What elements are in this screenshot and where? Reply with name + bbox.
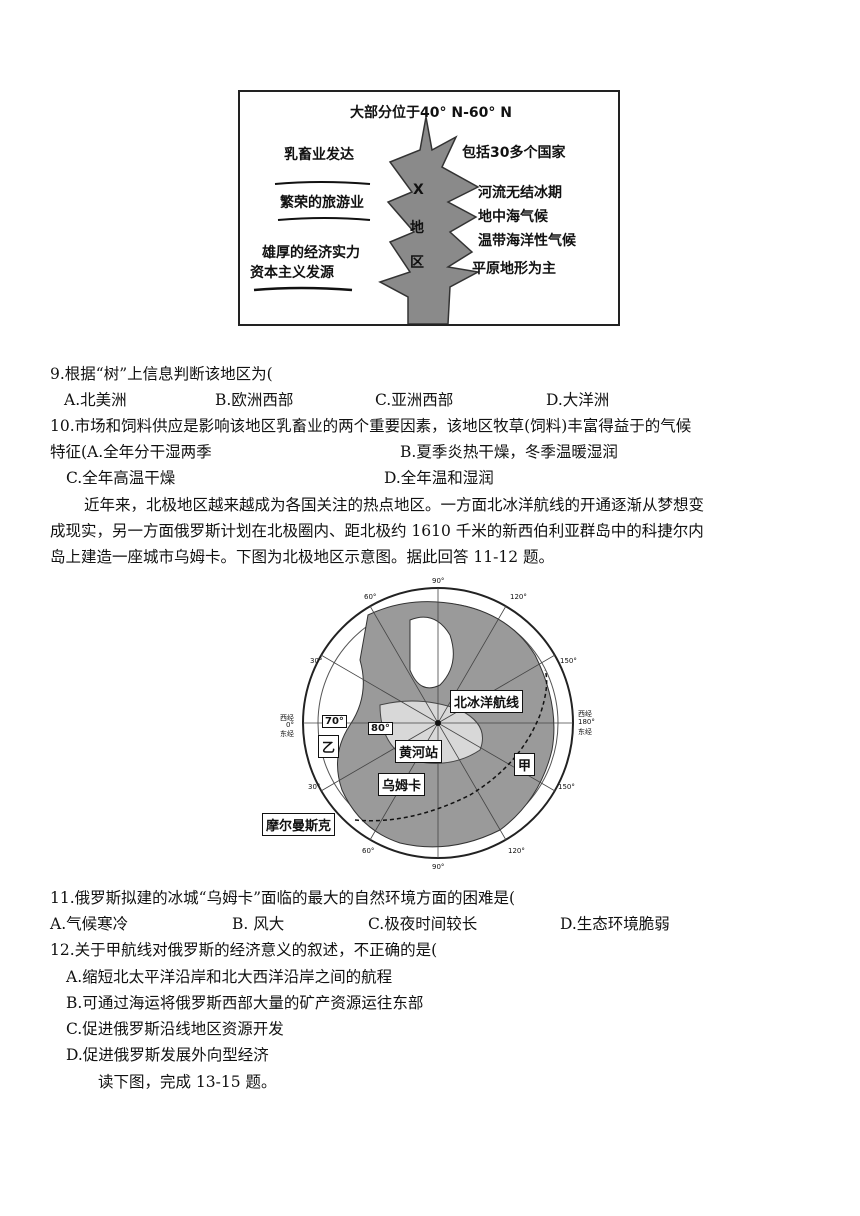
arctic-map-figure: 90° 60° 120° 30° 150° 西经 0° 东经 西经 180° 东… [260,575,600,875]
tree-right-label: 平原地形为主 [472,261,556,277]
map-tick: 东经 [280,730,294,738]
map-tick: 150° [558,783,575,791]
tree-top-label: 大部分位于40° N-60° N [350,105,512,121]
arctic-map-graphic [302,587,574,859]
q10-option-b: B.夏季炎热干燥，冬季温暖湿润 [400,443,618,461]
q11-option-d: D.生态环境脆弱 [560,915,670,933]
q9-option-a: A.北美洲 [64,391,127,409]
tree-graphic [253,116,481,324]
q12-option-a: A.缩短北太平洋沿岸和北大西洋沿岸之间的航程 [66,968,393,986]
q11-option-c: C.极夜时间较长 [368,915,478,933]
q10-stem-line2: 特征(A.全年分干湿两季 [50,443,212,461]
passage-line: 成现实，另一方面俄罗斯计划在北极圈内、距北极约 1610 千米的新西伯利亚群岛中… [50,522,704,540]
map-tick: 30° [308,783,321,791]
tree-trunk-label: 区 [410,255,424,271]
q11-stem: 11.俄罗斯拟建的冰城“乌姆卡”面临的最大的自然环境方面的困难是( [50,889,516,907]
tree-trunk-label: 地 [410,220,424,236]
map-tick: 西经 [578,710,592,718]
map-label-station: 黄河站 [395,740,443,763]
map-label-lat70: 70° [322,715,347,728]
map-tick: 90° [432,577,445,585]
q9-stem: 9.根据“树”上信息判断该地区为( [50,365,273,383]
tree-left-label: 雄厚的经济实力 [262,245,360,261]
passage-line: 岛上建造一座城市乌姆卡。下图为北极地区示意图。据此回答 11-12 题。 [50,548,555,566]
tree-trunk-label: X [413,182,424,198]
q9-option-b: B.欧洲西部 [215,391,294,409]
tail-instruction: 读下图，完成 13-15 题。 [98,1073,277,1091]
map-label-umka: 乌姆卡 [378,773,426,796]
map-label-yi: 乙 [318,735,340,758]
q12-option-c: C.促进俄罗斯沿线地区资源开发 [66,1020,284,1038]
tree-left-label: 资本主义发源 [250,265,334,281]
q10-option-d: D.全年温和湿润 [384,469,494,487]
map-label-jia: 甲 [514,753,536,776]
map-tick: 60° [362,847,375,855]
map-tick: 90° [432,863,445,871]
tree-left-label: 乳畜业发达 [284,147,354,163]
map-tick: 东经 [578,728,592,736]
tree-right-label: 温带海洋性气候 [478,233,576,249]
map-tick: 西经 [280,714,294,722]
map-label-route: 北冰洋航线 [450,690,524,713]
q11-option-b: B. 风大 [232,915,285,933]
map-tick: 150° [560,657,577,665]
map-label-murmansk: 摩尔曼斯克 [262,813,336,836]
knowledge-tree-figure: 大部分位于40° N-60° N 乳畜业发达 繁荣的旅游业 雄厚的经济实力 资本… [238,90,620,326]
q11-option-a: A.气候寒冷 [50,915,129,933]
map-label-lat80: 80° [368,722,393,735]
map-tick: 30° [310,657,323,665]
q9-option-d: D.大洋洲 [546,391,610,409]
map-tick: 180° [578,718,595,726]
tree-right-label: 地中海气候 [478,209,548,225]
q12-stem: 12.关于甲航线对俄罗斯的经济意义的叙述，不正确的是( [50,941,438,959]
map-tick: 120° [510,593,527,601]
q12-option-d: D.促进俄罗斯发展外向型经济 [66,1046,269,1064]
q9-option-c: C.亚洲西部 [375,391,454,409]
q10-stem-line1: 10.市场和饲料供应是影响该地区乳畜业的两个重要因素，该地区牧草(饲料)丰富得益… [50,417,692,435]
tree-right-label: 河流无结冰期 [478,185,562,201]
map-tick: 60° [364,593,377,601]
tree-left-label: 繁荣的旅游业 [280,195,364,211]
q10-option-c: C.全年高温干燥 [66,469,176,487]
map-tick: 120° [508,847,525,855]
q12-option-b: B.可通过海运将俄罗斯西部大量的矿产资源运往东部 [66,994,424,1012]
passage-line: 近年来，北极地区越来越成为各国关注的热点地区。一方面北冰洋航线的开通逐渐从梦想变 [84,496,705,514]
tree-right-label: 包括30多个国家 [462,145,566,161]
map-tick: 0° [286,721,294,729]
